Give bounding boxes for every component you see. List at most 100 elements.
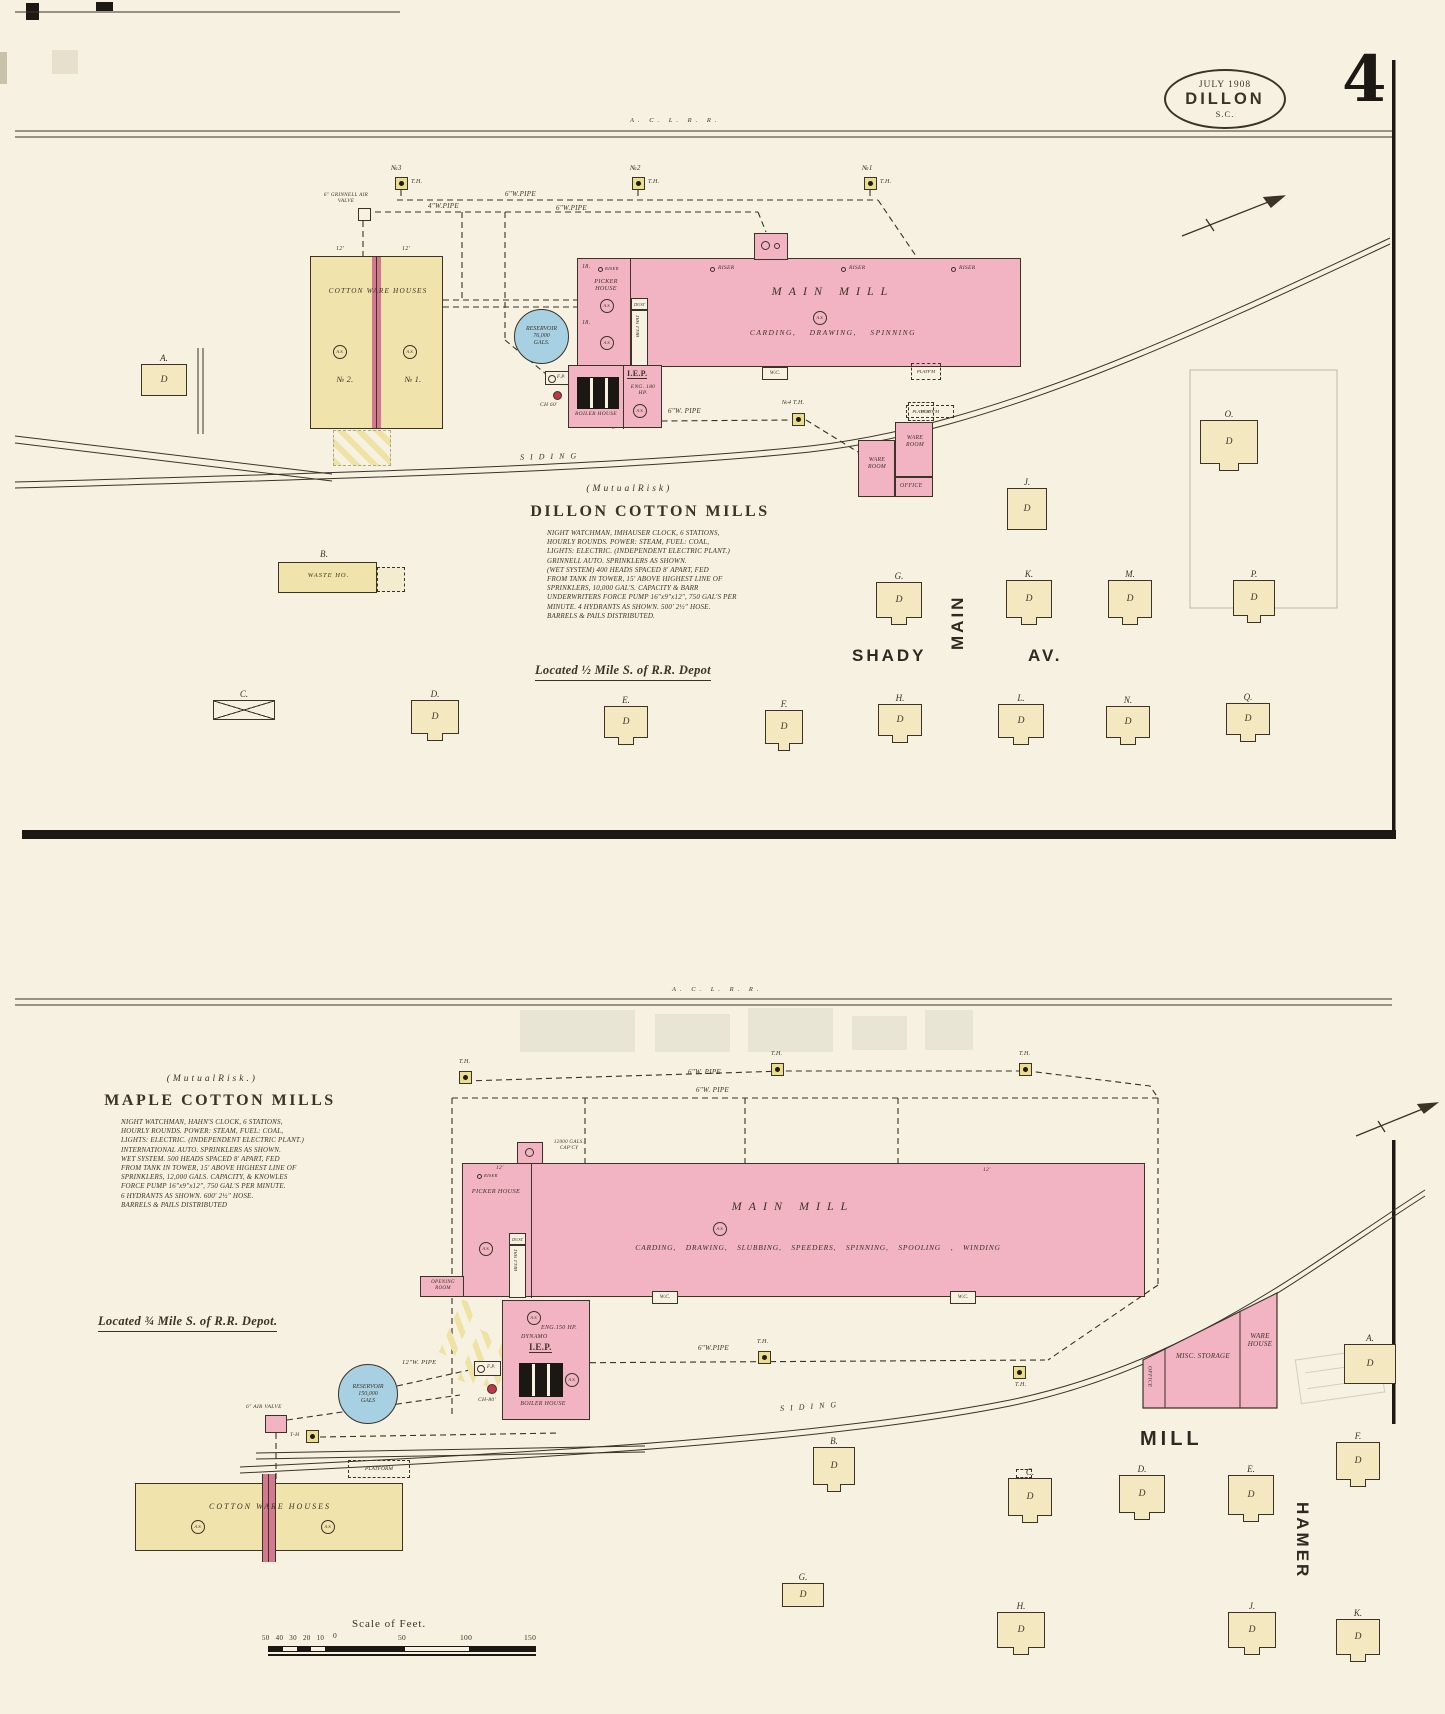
warehouse-no2: № 2.: [336, 375, 354, 384]
reservoir-unit: GALS: [360, 1397, 376, 1404]
street-main: MAIN: [948, 594, 967, 650]
house-letter: J.: [1248, 1601, 1256, 1611]
house: F. D: [1336, 1431, 1380, 1487]
mill-title: MAPLE COTTON MILLS: [104, 1092, 336, 1109]
scale-bar-baseline: [268, 1654, 536, 1656]
pipe-label: 6"W. PIPE: [668, 407, 701, 415]
dwelling-code: D: [431, 712, 439, 722]
house-letter: C.: [239, 689, 249, 699]
hydrant-th-label: T.H.: [1019, 1051, 1031, 1057]
boilers: [519, 1363, 563, 1397]
auto-sprinkler-badge: A.S.: [321, 1520, 335, 1534]
railroad-lines: [15, 130, 1392, 1006]
scale-title: Scale of Feet.: [352, 1618, 427, 1630]
air-valve-label: 6" GRINNELL AIR VALVE: [323, 192, 369, 204]
house-letter: Q.: [1243, 692, 1253, 702]
ware-house-label: WARE HOUSE: [1247, 1332, 1273, 1349]
house: K. D: [1336, 1608, 1380, 1662]
bleed-through: [520, 1010, 635, 1052]
dwelling-code: D: [1354, 1632, 1362, 1642]
dwelling-code: D: [1017, 716, 1025, 726]
auto-sprinkler-badge: A.S.: [713, 1222, 727, 1236]
riser-label: RISER: [718, 265, 735, 271]
house: C. D: [1008, 1467, 1052, 1523]
auto-sprinkler-badge: A.S.: [813, 311, 827, 325]
pipe-label: 6"W.PIPE: [505, 190, 536, 198]
hydrant-th-label: T-H: [290, 1432, 300, 1438]
warehouse-no1: № 1.: [404, 375, 422, 384]
height-label: 18.: [582, 264, 591, 270]
dwelling-code: D: [1244, 714, 1252, 724]
chimney-label: CH 60': [540, 402, 558, 408]
house: G. D: [876, 571, 922, 625]
chimney-label: CH-80': [478, 1397, 496, 1403]
scale-bar-subdivided: [268, 1646, 338, 1652]
reservoir-name: RESERVOIR: [352, 1383, 384, 1390]
ware-room: WARE ROOM: [895, 422, 933, 477]
railroad-label: A. C. L. R. R.: [672, 986, 763, 993]
house-letter: A.: [160, 353, 168, 363]
house: H. D: [878, 693, 922, 743]
waste-house-extension: [377, 567, 405, 592]
house-letter: L.: [1017, 693, 1025, 703]
stamp-city: DILLON: [1185, 89, 1265, 108]
picker-house-label: PICKER HOUSE: [594, 278, 618, 293]
house: D. D: [1119, 1464, 1165, 1520]
main-mill-title: MAIN MILL: [771, 284, 895, 298]
pipe-label: 12"W. PIPE: [402, 1359, 437, 1366]
auto-sprinkler-badge: A.S.: [600, 336, 614, 350]
air-valve-icon: [358, 208, 371, 221]
water-closet: W.C.: [762, 367, 788, 380]
house-letter: D.: [1137, 1464, 1147, 1474]
house: J. D: [1007, 477, 1047, 530]
hydrant-number: №2: [630, 164, 641, 172]
hydrant-number: №1: [862, 164, 873, 172]
house: N. D: [1106, 695, 1150, 745]
house-letter: G.: [894, 571, 904, 581]
cotton-warehouses: COTTON WARE HOUSES A.S. A.S. № 2. № 1.: [310, 256, 443, 429]
office-label: OFFICE: [900, 483, 923, 489]
dynamo-label: DYNAMO: [521, 1334, 548, 1340]
dwelling-code: D: [160, 375, 168, 385]
dwelling-code: D: [1124, 717, 1132, 727]
house: A. D: [1344, 1333, 1396, 1384]
engine-label: ENG. 180 HP.: [630, 384, 656, 397]
reservoir: RESERVOIR 150,000 GALS: [338, 1364, 398, 1424]
located-note: Located ½ Mile S. of R.R. Depot: [535, 663, 711, 681]
water-closet: W.C.: [652, 1291, 678, 1304]
cotton-warehouses: COTTON WARE HOUSES A.S. A.S.: [135, 1474, 403, 1562]
reservoir-unit: GALS.: [533, 340, 550, 346]
bottom-siding-curve: [239, 1189, 1426, 1474]
platform: PLATFORM: [348, 1460, 410, 1478]
riser-label: RISER: [605, 266, 619, 271]
belt-way-label: BELT WAY: [636, 315, 641, 338]
waste-house-label: WASTE HO.: [307, 572, 350, 579]
firewall: [262, 1474, 276, 1562]
tank-tower: [754, 233, 788, 260]
dwelling-code: D: [1126, 594, 1134, 604]
hydrant-th-label: T.H.: [459, 1059, 471, 1065]
hydrant-th-label: T.H.: [411, 179, 423, 185]
house: D. D: [411, 689, 459, 741]
house: B. D: [813, 1436, 855, 1492]
house: E. D: [604, 695, 648, 745]
main-mill-title: MAIN MILL: [731, 1199, 855, 1213]
hydrant-icon: [1013, 1366, 1026, 1379]
section-divider-bar: [22, 830, 1396, 839]
boiler-house-label: BOILER HOUSE: [575, 411, 617, 417]
house: F. D: [765, 699, 803, 751]
publisher-stamp: JULY 1908 DILLON S.C.: [1164, 69, 1286, 129]
street-av: AV.: [1028, 646, 1063, 665]
dimension-label: 12': [402, 246, 411, 252]
auto-sprinkler-badge: A.S.: [633, 404, 647, 418]
street-mill: MILL: [1140, 1428, 1203, 1450]
located-note: Located ¾ Mile S. of R.R. Depot.: [98, 1314, 278, 1332]
scale-tick: 50: [398, 1633, 407, 1642]
bleed-through: [748, 1008, 833, 1052]
house-letter: K.: [1024, 569, 1034, 579]
mill-description: NIGHT WATCHMAN, IMHAUSER CLOCK, 6 STATIO…: [547, 529, 737, 620]
dwelling-code: D: [1225, 437, 1233, 447]
dillon-main-mill: 18. RISER PICKER HOUSE A.S. 18. A.S. DUS…: [577, 233, 1021, 368]
house-letter: K.: [1353, 1608, 1363, 1618]
edge-smudge: [52, 50, 78, 74]
